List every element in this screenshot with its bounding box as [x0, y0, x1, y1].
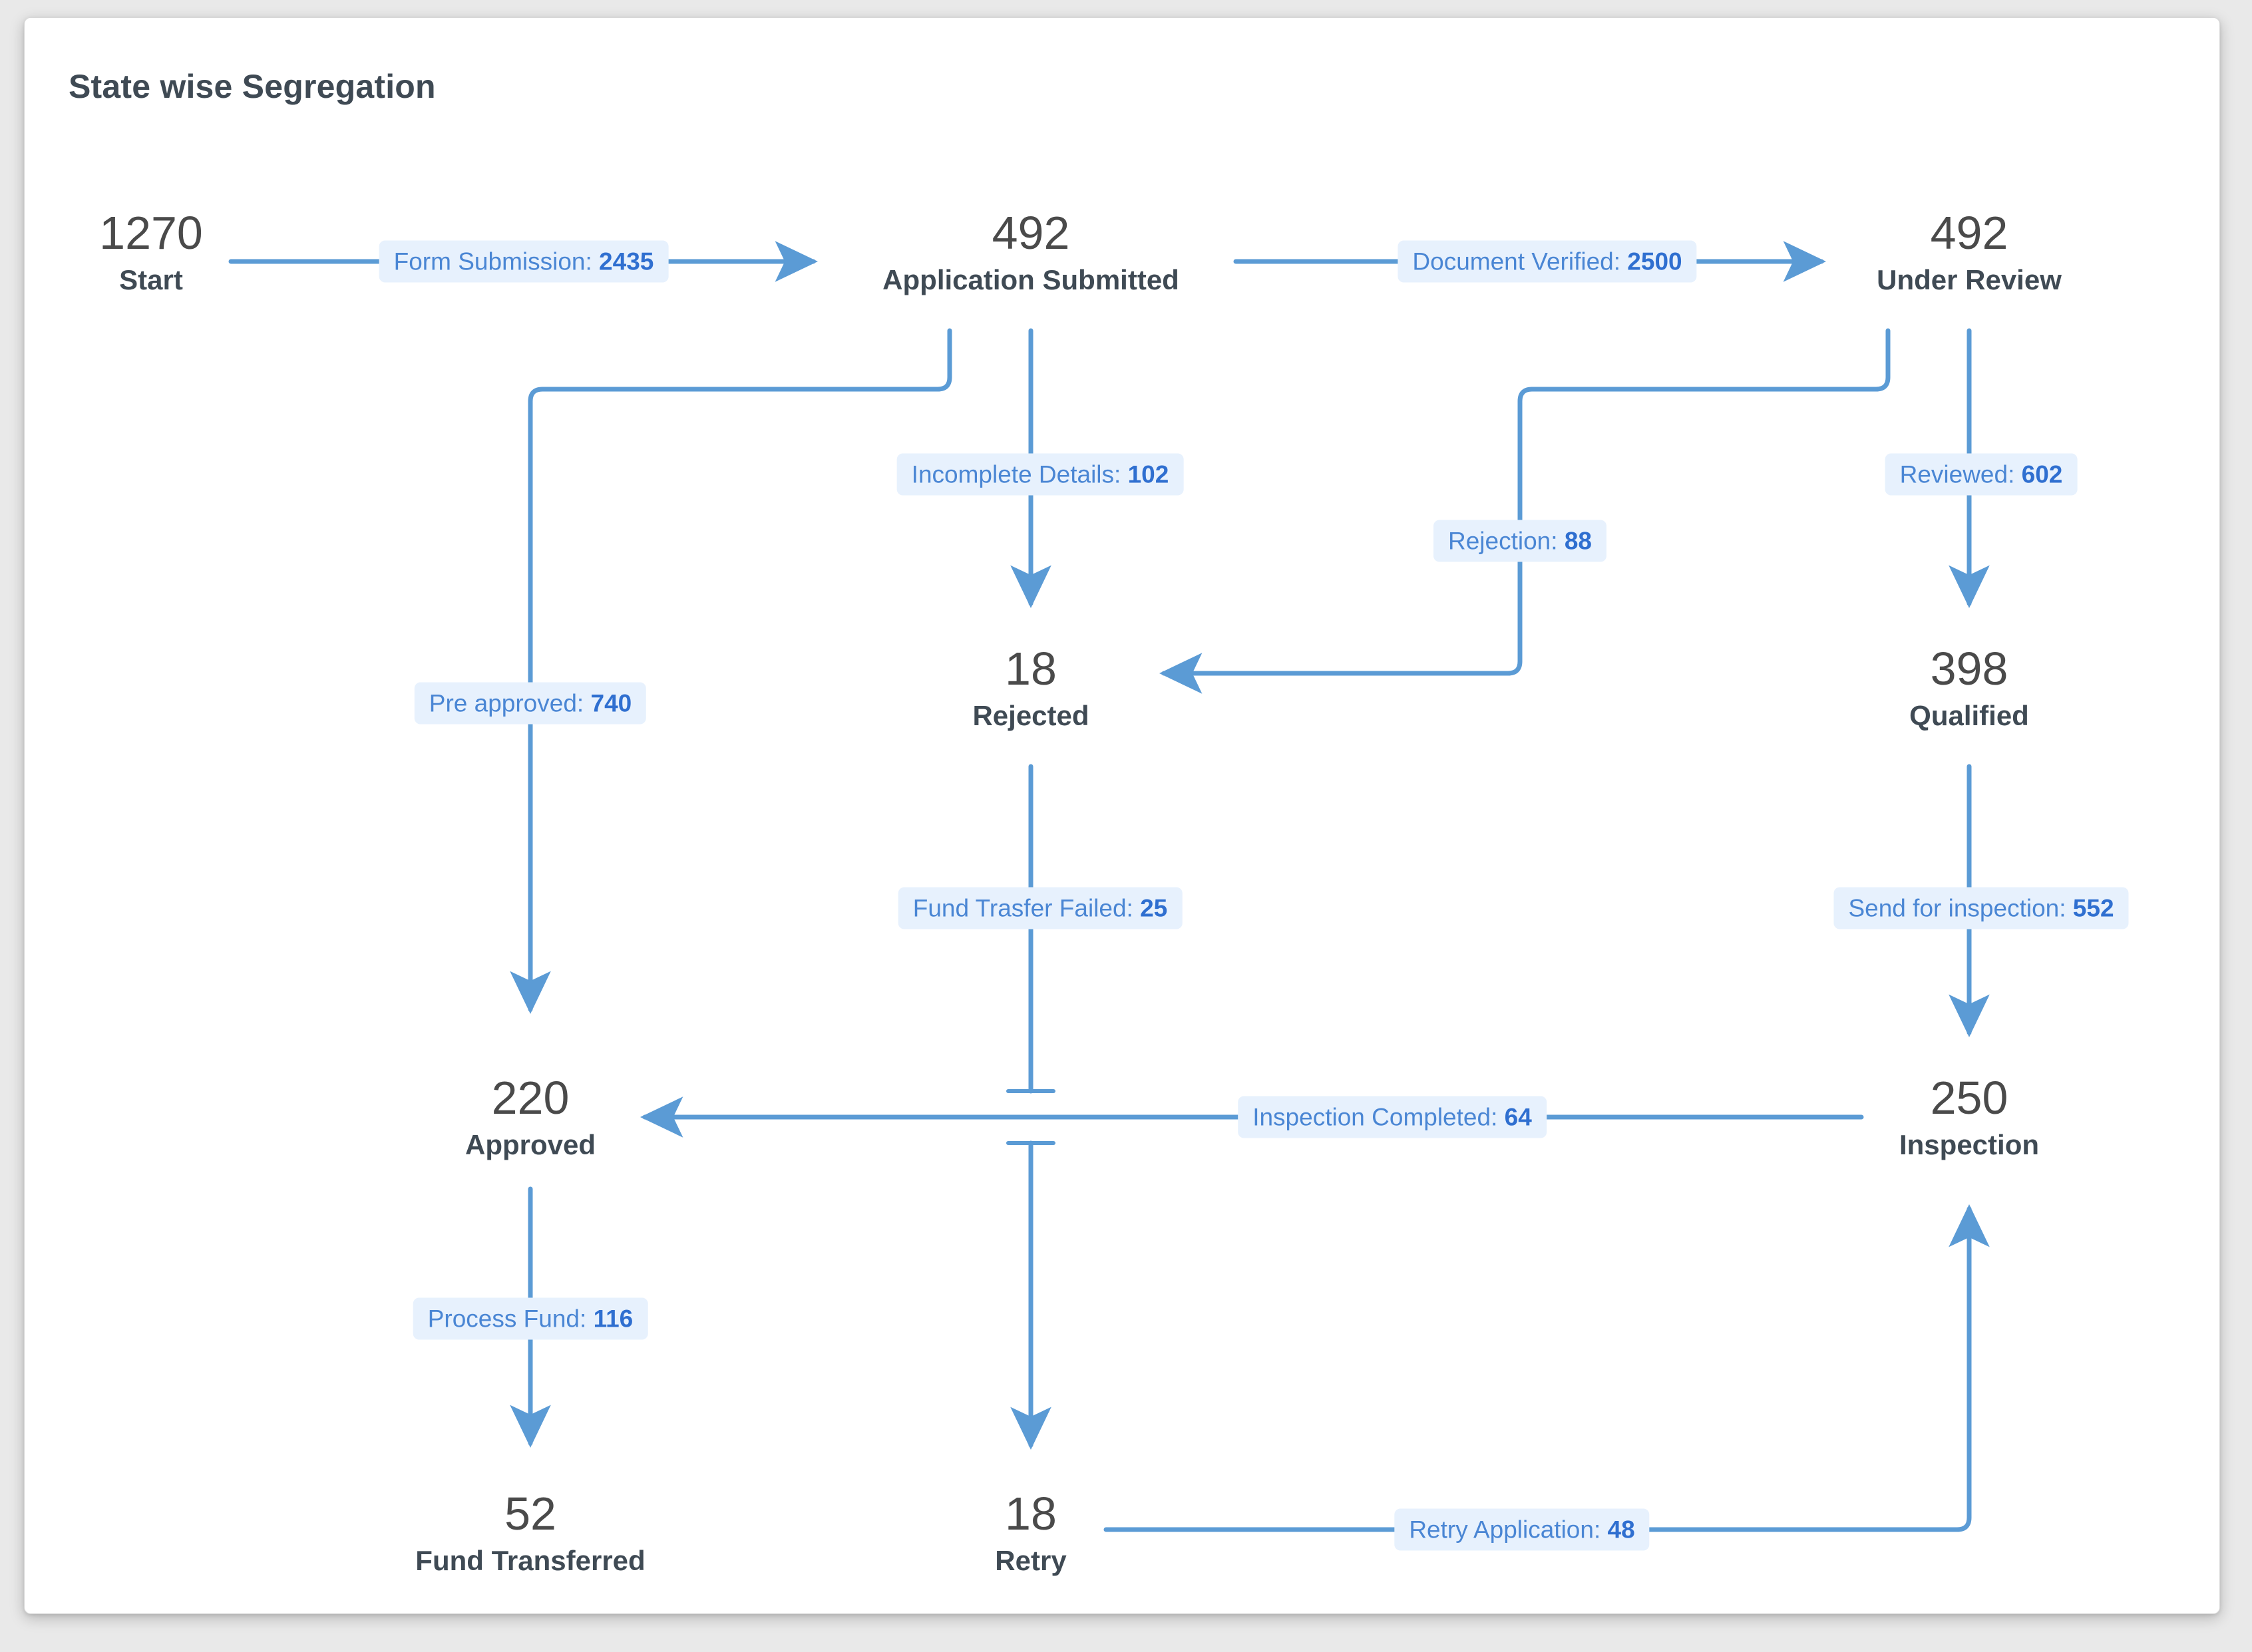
node-rejected-label: Rejected: [972, 700, 1089, 731]
node-start[interactable]: 1270 Start: [99, 210, 203, 295]
edge-label-incomplete-details[interactable]: Incomplete Details: 102: [896, 453, 1184, 496]
edge-label-fund-transfer-failed-text: Fund Trasfer Failed: [912, 894, 1127, 922]
node-start-label: Start: [119, 264, 183, 295]
node-retry[interactable]: 18 Retry: [995, 1490, 1066, 1575]
edge-label-document-verified-value: 2500: [1627, 248, 1682, 275]
page-title: State wise Segregation: [69, 68, 436, 105]
node-fund-transferred[interactable]: 52 Fund Transferred: [415, 1490, 645, 1575]
colon-separator: :: [1551, 527, 1565, 555]
edge-label-fund-transfer-failed-value: 25: [1140, 894, 1168, 922]
node-retry-label: Retry: [995, 1545, 1067, 1576]
edge-label-form-submission[interactable]: Form Submission: 2435: [379, 240, 669, 283]
edge-label-send-for-inspection[interactable]: Send for inspection: 552: [1833, 887, 2129, 929]
node-approved-value: 220: [491, 1072, 570, 1124]
edge-label-rejection[interactable]: Rejection: 88: [1433, 520, 1606, 562]
colon-separator: :: [1491, 1103, 1505, 1131]
node-fund-transferred-value: 52: [504, 1488, 556, 1540]
node-inspection-label: Inspection: [1899, 1129, 2040, 1160]
edge-label-send-for-inspection-value: 552: [2072, 894, 2114, 922]
node-rejected[interactable]: 18 Rejected: [972, 645, 1089, 731]
edge-label-form-submission-text: Form Submission: [393, 248, 586, 275]
edge-label-reviewed-text: Reviewed: [1899, 460, 2008, 488]
edge-label-process-fund-value: 116: [593, 1305, 634, 1333]
edge-label-send-for-inspection-text: Send for inspection: [1848, 894, 2060, 922]
edge-label-document-verified-text: Document Verified: [1412, 248, 1614, 275]
edge-label-retry-application[interactable]: Retry Application: 48: [1394, 1508, 1650, 1551]
node-inspection[interactable]: 250 Inspection: [1899, 1074, 2039, 1160]
colon-separator: :: [1126, 894, 1141, 922]
colon-separator: :: [1613, 248, 1628, 275]
edge-label-process-fund-text: Process Fund: [427, 1305, 580, 1333]
node-under-review-label: Under Review: [1877, 264, 2062, 295]
node-approved-label: Approved: [465, 1129, 596, 1160]
node-under-review[interactable]: 492 Under Review: [1877, 210, 2062, 295]
edge-label-incomplete-details-text: Incomplete Details: [911, 460, 1115, 488]
edge-label-fund-transfer-failed[interactable]: Fund Trasfer Failed: 25: [898, 887, 1183, 929]
colon-separator: :: [1593, 1516, 1608, 1544]
edge-label-process-fund[interactable]: Process Fund: 116: [413, 1297, 648, 1340]
colon-separator: :: [2059, 894, 2073, 922]
edge-label-incomplete-details-value: 102: [1127, 460, 1169, 488]
colon-separator: :: [585, 248, 600, 275]
colon-separator: :: [1114, 460, 1128, 488]
node-application-submitted[interactable]: 492 Application Submitted: [882, 210, 1179, 295]
edge-label-inspection-completed-value: 64: [1504, 1103, 1532, 1131]
edge-label-document-verified[interactable]: Document Verified: 2500: [1398, 240, 1697, 283]
node-application-submitted-value: 492: [992, 207, 1070, 259]
edge-label-reviewed-value: 602: [2021, 460, 2063, 488]
edge-label-retry-application-value: 48: [1607, 1516, 1635, 1544]
edge-label-reviewed[interactable]: Reviewed: 602: [1885, 453, 2078, 496]
node-qualified-value: 398: [1930, 643, 2008, 695]
edge-label-pre-approved[interactable]: Pre approved: 740: [414, 682, 647, 725]
node-approved[interactable]: 220 Approved: [465, 1074, 596, 1160]
node-application-submitted-label: Application Submitted: [882, 264, 1179, 295]
edge-retry-application: [1103, 1204, 1990, 1532]
colon-separator: :: [576, 689, 591, 717]
node-fund-transferred-label: Fund Transferred: [415, 1545, 646, 1576]
node-qualified-label: Qualified: [1909, 700, 2029, 731]
edge-label-inspection-completed-text: Inspection Completed: [1252, 1103, 1491, 1131]
edge-label-rejection-text: Rejection: [1448, 527, 1551, 555]
edge-label-pre-approved-value: 740: [590, 689, 632, 717]
flow-diagram-canvas: 1270 Start 492 Application Submitted 492…: [25, 18, 2219, 1613]
edge-pre-approved: [510, 328, 952, 1015]
edge-label-inspection-completed[interactable]: Inspection Completed: 64: [1238, 1096, 1547, 1138]
colon-separator: :: [580, 1305, 594, 1333]
node-start-value: 1270: [99, 207, 203, 259]
edge-label-rejection-value: 88: [1564, 527, 1592, 555]
node-qualified[interactable]: 398 Qualified: [1909, 645, 2029, 731]
colon-separator: :: [2008, 460, 2022, 488]
node-rejected-value: 18: [1005, 643, 1057, 695]
edge-label-form-submission-value: 2435: [599, 248, 654, 275]
edge-rejection: [1159, 328, 1891, 694]
edge-label-pre-approved-text: Pre approved: [429, 689, 577, 717]
node-under-review-value: 492: [1930, 207, 2008, 259]
node-retry-value: 18: [1005, 1488, 1057, 1540]
state-wise-segregation-card: State wise Segregation: [24, 17, 2220, 1614]
node-inspection-value: 250: [1930, 1072, 2008, 1124]
edge-label-retry-application-text: Retry Application: [1409, 1516, 1594, 1544]
